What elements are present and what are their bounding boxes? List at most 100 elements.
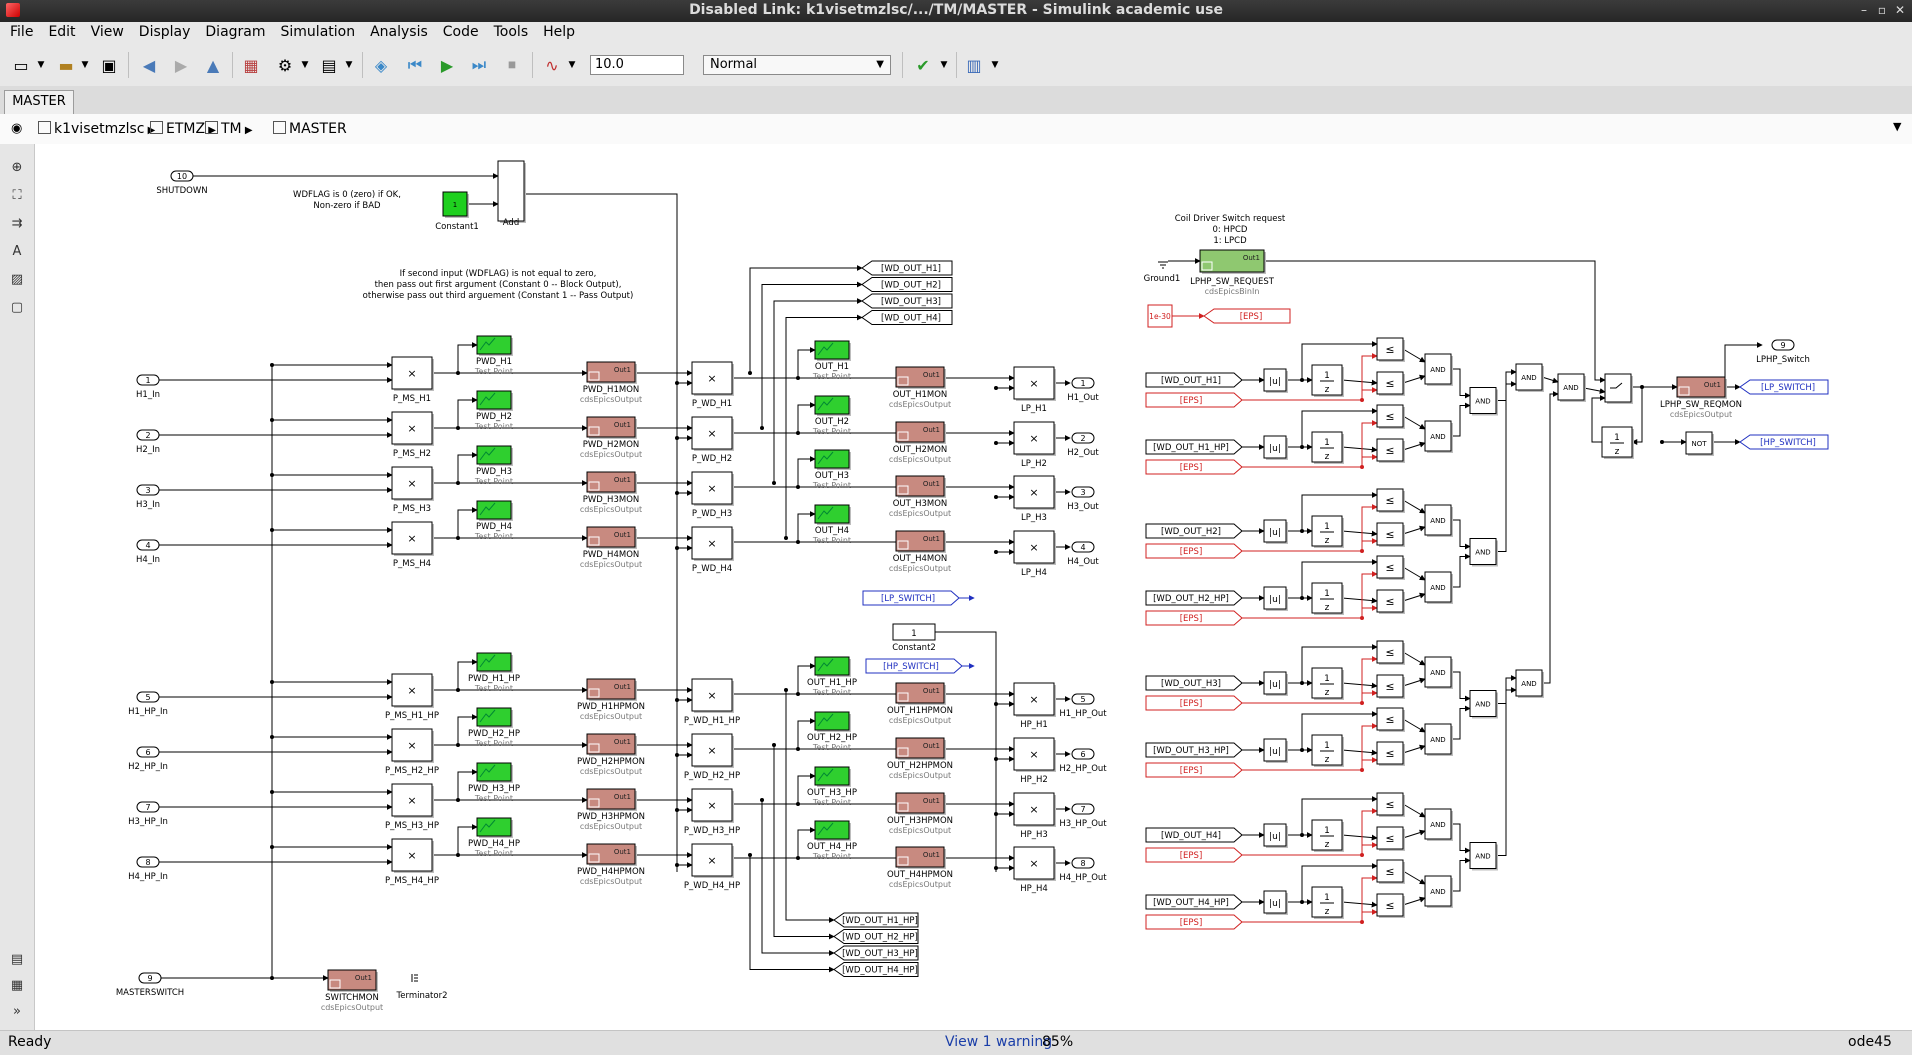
logic-and-block[interactable] [1557,373,1585,401]
unit-delay-block[interactable] [1311,431,1343,463]
test-point-block[interactable] [814,711,850,731]
port-block[interactable] [136,746,160,758]
test-point-block[interactable] [476,817,512,837]
solver-name[interactable]: ode45 [1848,1034,1892,1050]
step-forward-icon[interactable]: ⏭ [471,55,487,74]
test-point-block[interactable] [814,504,850,524]
unit-delay-block[interactable] [1311,819,1343,851]
port-block[interactable] [136,691,160,703]
hide-explorer-icon[interactable]: ◉ [11,121,23,136]
from-tag[interactable] [862,590,960,606]
grid-icon[interactable]: ▥ [966,55,982,75]
goto-tag[interactable] [833,945,919,961]
from-tag[interactable] [1145,914,1243,930]
test-point-block[interactable] [814,449,850,469]
config-dropdown-icon[interactable]: ▼ [301,60,309,70]
close-icon[interactable]: ✕ [1894,3,1906,17]
port-block[interactable] [136,856,160,868]
advisor-dropdown-icon[interactable]: ▼ [940,60,948,70]
from-tag[interactable] [1145,762,1243,778]
run-icon[interactable]: ▶ [440,55,454,75]
test-point-block[interactable] [476,707,512,727]
eps-constant-block[interactable] [1147,304,1173,328]
menu-display[interactable]: Display [138,24,191,40]
relational-operator-block[interactable] [1376,674,1404,698]
step-back-icon[interactable]: ⏮ [407,55,423,74]
unit-delay-block[interactable] [1311,515,1343,547]
constant1-block[interactable] [442,191,468,217]
product-block[interactable] [691,678,733,712]
goto-tag[interactable] [833,929,919,944]
unit-delay-block[interactable] [1311,667,1343,699]
relational-operator-block[interactable] [1376,555,1404,579]
product-block[interactable] [1013,421,1055,455]
breadcrumb-item[interactable]: k1visetmzlsc ▶ [38,121,155,137]
stop-time-input[interactable]: 10.0 [590,55,684,75]
abs-block[interactable] [1263,368,1287,392]
explorer-dropdown-icon[interactable]: ▼ [345,60,353,70]
product-block[interactable] [691,526,733,560]
add-block[interactable] [497,160,525,222]
product-block[interactable] [391,673,433,707]
abs-block[interactable] [1263,435,1287,459]
breadcrumb-item[interactable]: MASTER [273,121,347,137]
breadcrumb-dropdown-icon[interactable]: ▼ [1893,120,1902,133]
logic-and-block[interactable] [1469,387,1497,414]
port-block[interactable] [136,374,160,386]
test-point-block[interactable] [476,445,512,465]
menu-edit[interactable]: Edit [48,24,76,40]
test-point-block[interactable] [476,762,512,782]
product-block[interactable] [691,843,733,877]
product-block[interactable] [1013,846,1055,880]
open-folder-icon[interactable]: ▬ [58,55,74,75]
relational-operator-block[interactable] [1376,337,1404,361]
product-block[interactable] [391,728,433,762]
logic-and-block[interactable] [1469,842,1497,869]
scope-dropdown-icon[interactable]: ▼ [568,60,576,70]
logic-and-block[interactable] [1424,420,1452,452]
port-block[interactable] [1071,377,1095,389]
logic-and-block[interactable] [1424,808,1452,840]
unit-delay-block[interactable] [1601,426,1633,458]
logic-and-block[interactable] [1424,504,1452,536]
goto-tag[interactable] [861,260,953,276]
test-point-block[interactable] [476,652,512,672]
new-dropdown-icon[interactable]: ▼ [37,60,45,70]
port-block[interactable] [1071,748,1095,760]
unit-delay-block[interactable] [1311,582,1343,614]
product-block[interactable] [391,356,433,390]
goto-tag[interactable] [833,962,919,977]
area-icon[interactable]: ▢ [10,300,24,315]
minimize-icon[interactable]: – [1861,3,1867,17]
hierarchy-icon[interactable]: ▦ [10,978,24,993]
build-icon[interactable]: ◈ [374,55,388,75]
fit-to-view-icon[interactable]: ⛶ [12,188,22,203]
product-block[interactable] [1013,737,1055,771]
menu-view[interactable]: View [90,24,124,40]
relational-operator-block[interactable] [1376,522,1404,546]
from-tag[interactable] [1145,827,1243,843]
relational-operator-block[interactable] [1376,404,1404,428]
not-block[interactable] [1685,431,1713,455]
forward-icon[interactable]: ▶ [174,55,188,75]
from-tag[interactable] [1145,742,1243,758]
test-point-block[interactable] [476,500,512,520]
from-tag[interactable] [1145,523,1243,539]
product-block[interactable] [1013,530,1055,564]
from-tag[interactable] [1145,439,1243,455]
port-block[interactable] [136,429,160,441]
from-tag[interactable] [1145,894,1243,910]
menu-diagram[interactable]: Diagram [205,24,266,40]
product-block[interactable] [691,733,733,767]
unit-delay-block[interactable] [1311,886,1343,918]
product-block[interactable] [391,466,433,500]
relational-operator-block[interactable] [1376,438,1404,462]
relational-operator-block[interactable] [1376,859,1404,883]
relational-operator-block[interactable] [1376,893,1404,917]
expand-icon[interactable]: » [13,1004,21,1019]
port-block[interactable] [138,972,162,984]
relational-operator-block[interactable] [1376,826,1404,850]
goto-tag[interactable] [861,277,953,292]
port-block[interactable] [136,484,160,496]
